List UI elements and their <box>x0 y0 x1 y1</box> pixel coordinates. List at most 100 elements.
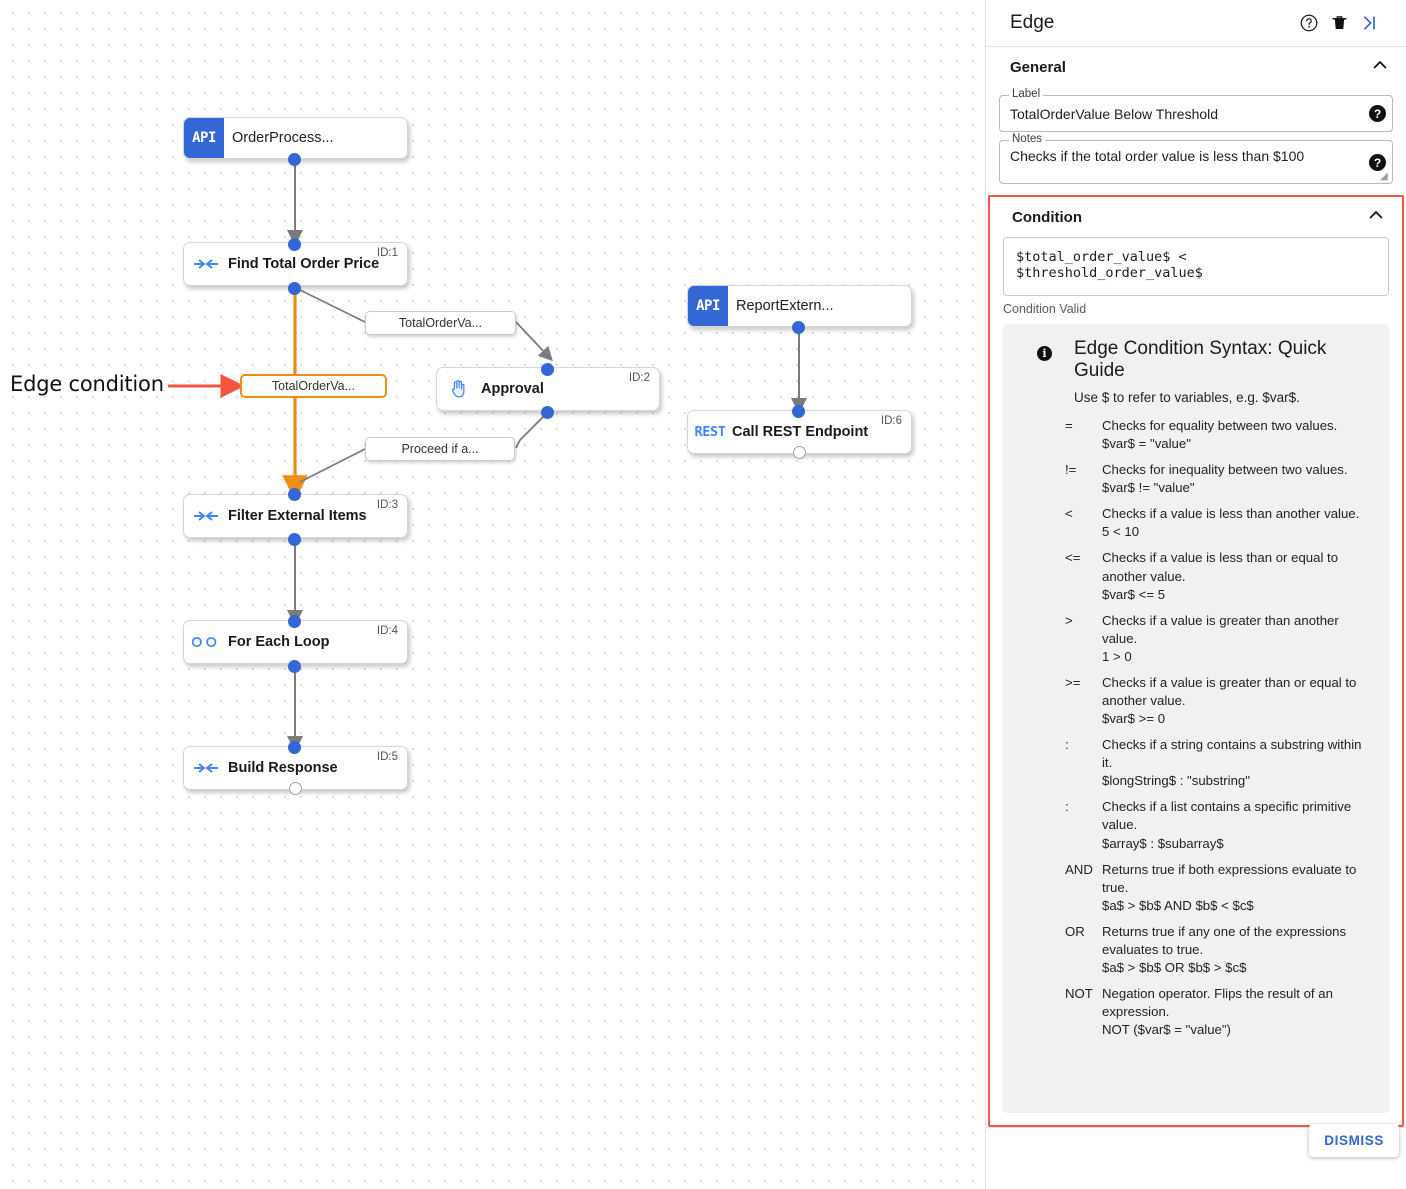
chevron-up-icon[interactable] <box>1370 55 1390 80</box>
edge-label-text: Proceed if a... <box>401 442 479 456</box>
collapse-panel-icon[interactable] <box>1354 13 1384 33</box>
edge-label-selected-total-order-value[interactable]: TotalOrderVa... <box>240 374 387 398</box>
port-input-call-rest[interactable] <box>792 405 805 418</box>
notes-field[interactable]: Notes Checks if the total order value is… <box>999 133 1393 184</box>
node-report-extern[interactable]: API ReportExtern... <box>687 285 912 327</box>
guide-description-cell: Checks if a string contains a substring … <box>1102 736 1367 798</box>
node-title: Call REST Endpoint <box>732 424 869 440</box>
guide-row: < Checks if a value is less than another … <box>1065 505 1367 549</box>
section-title-general: General <box>1010 58 1066 76</box>
transform-icon <box>184 760 228 776</box>
edge-label-proceed-if[interactable]: Proceed if a... <box>365 437 515 461</box>
port-output-find-total[interactable] <box>288 282 301 295</box>
guide-example: $var$ >= 0 <box>1102 711 1166 727</box>
condition-syntax-guide: i Edge Condition Syntax: Quick Guide Use… <box>1003 324 1389 1113</box>
guide-example: $var$ = "value" <box>1102 436 1191 452</box>
node-title: Approval <box>481 381 544 397</box>
guide-row: : Checks if a list contains a specific pr… <box>1065 798 1367 860</box>
port-input-approval[interactable] <box>541 363 554 376</box>
guide-operator: <= <box>1065 550 1081 566</box>
node-id-label: ID:3 <box>376 499 398 511</box>
guide-example: $longString$ : "substring" <box>1102 773 1250 789</box>
edge-label-text: TotalOrderVa... <box>271 379 356 393</box>
flow-canvas[interactable]: Edge condition API OrderProcess... Find … <box>0 0 985 1189</box>
guide-row: : Checks if a string contains a substring… <box>1065 736 1367 798</box>
section-header-condition[interactable]: Condition <box>990 197 1402 237</box>
port-input-build-response[interactable] <box>288 741 301 754</box>
guide-title: Edge Condition Syntax: Quick Guide <box>1074 338 1327 381</box>
rest-badge-text: REST <box>694 424 726 440</box>
guide-intro: Use $ to refer to variables, e.g. $var$. <box>1074 390 1300 405</box>
port-input-find-total[interactable] <box>288 238 301 251</box>
guide-operator: < <box>1065 506 1073 522</box>
condition-expression-input[interactable]: $total_order_value$ < $threshold_order_v… <box>1003 237 1389 296</box>
edge-label-total-order-value-to-approval[interactable]: TotalOrderVa... <box>365 311 516 335</box>
guide-description-cell: Returns true if both expressions evaluat… <box>1102 861 1367 923</box>
transform-icon <box>184 508 228 524</box>
panel-title: Edge <box>1010 12 1055 33</box>
guide-example: $array$ : $subarray$ <box>1102 835 1224 851</box>
port-output-build-response[interactable] <box>289 782 302 795</box>
guide-description: Checks if a string contains a substring … <box>1102 737 1362 771</box>
edge-label-text: TotalOrderVa... <box>398 316 483 330</box>
loop-icon <box>184 634 228 650</box>
help-circle-icon[interactable] <box>1294 13 1324 33</box>
guide-example: $var$ <= 5 <box>1102 586 1166 602</box>
edge-properties-panel: Edge <box>985 0 1406 1189</box>
guide-description-cell: Checks for inequality between two values… <box>1102 461 1367 505</box>
guide-description: Checks if a value is less than or equal … <box>1102 550 1339 584</box>
chevron-up-icon[interactable] <box>1366 205 1386 230</box>
port-output-for-each-loop[interactable] <box>288 660 301 673</box>
guide-example: $var$ != "value" <box>1102 480 1195 496</box>
guide-example: 1 > 0 <box>1102 648 1132 664</box>
panel-header: Edge <box>986 0 1406 47</box>
node-title: Filter External Items <box>228 508 367 524</box>
port-output-report-extern[interactable] <box>792 321 805 334</box>
guide-description: Returns true if any one of the expressio… <box>1102 923 1347 957</box>
guide-example: $a$ > $b$ OR $b$ > $c$ <box>1102 960 1247 976</box>
resize-grip-icon[interactable]: ◢ <box>1380 171 1388 182</box>
node-id-label: ID:6 <box>880 415 902 427</box>
port-output-order-process[interactable] <box>288 153 301 166</box>
guide-description-cell: Checks if a value is greater than anothe… <box>1102 612 1367 674</box>
guide-operator: : <box>1065 737 1069 753</box>
node-build-response[interactable]: Build Response ID:5 <box>183 746 408 790</box>
api-badge-icon: API <box>184 118 224 158</box>
section-header-general[interactable]: General <box>986 47 1406 87</box>
guide-row: != Checks for inequality between two valu… <box>1065 461 1367 505</box>
guide-operator: != <box>1065 462 1077 478</box>
guide-description-cell: Returns true if any one of the expressio… <box>1102 923 1367 985</box>
notes-field-value: Checks if the total order value is less … <box>1010 148 1305 164</box>
panel-footer: DISMISS <box>986 1124 1406 1189</box>
guide-description: Checks if a list contains a specific pri… <box>1102 799 1352 833</box>
guide-row: <= Checks if a value is less than or equa… <box>1065 549 1367 611</box>
condition-status-text: Condition Valid <box>1003 302 1087 316</box>
dismiss-button[interactable]: DISMISS <box>1309 1124 1399 1157</box>
port-output-filter-external[interactable] <box>288 533 301 546</box>
guide-operator: > <box>1065 612 1073 628</box>
api-badge-icon: API <box>688 286 728 326</box>
guide-description-cell: Checks if a value is less than another v… <box>1102 505 1367 549</box>
guide-operator: : <box>1065 799 1069 815</box>
guide-description: Checks if a value is less than another v… <box>1102 506 1360 522</box>
guide-description-cell: Checks if a value is less than or equal … <box>1102 549 1367 611</box>
guide-example: NOT ($var$ = "value") <box>1102 1022 1231 1038</box>
guide-description-cell: Checks if a list contains a specific pri… <box>1102 798 1367 860</box>
label-field[interactable]: Label TotalOrderValue Below Threshold ? <box>999 88 1393 132</box>
node-id-label: ID:5 <box>376 751 398 763</box>
node-order-process[interactable]: API OrderProcess... <box>183 117 408 159</box>
port-input-for-each-loop[interactable] <box>288 615 301 628</box>
node-title: ReportExtern... <box>736 298 834 314</box>
guide-operator: NOT <box>1065 986 1093 1002</box>
help-icon[interactable]: ? <box>1369 154 1386 171</box>
rest-badge-icon: REST <box>688 424 732 440</box>
port-input-filter-external[interactable] <box>288 488 301 501</box>
port-output-approval[interactable] <box>541 406 554 419</box>
port-output-call-rest[interactable] <box>793 446 806 459</box>
help-icon[interactable]: ? <box>1369 105 1386 122</box>
guide-description: Checks if a value is greater than anothe… <box>1102 612 1339 646</box>
node-id-label: ID:1 <box>376 247 398 259</box>
edge-connectors <box>168 160 807 752</box>
trash-icon[interactable] <box>1324 13 1354 33</box>
label-field-value: TotalOrderValue Below Threshold <box>1010 105 1219 122</box>
